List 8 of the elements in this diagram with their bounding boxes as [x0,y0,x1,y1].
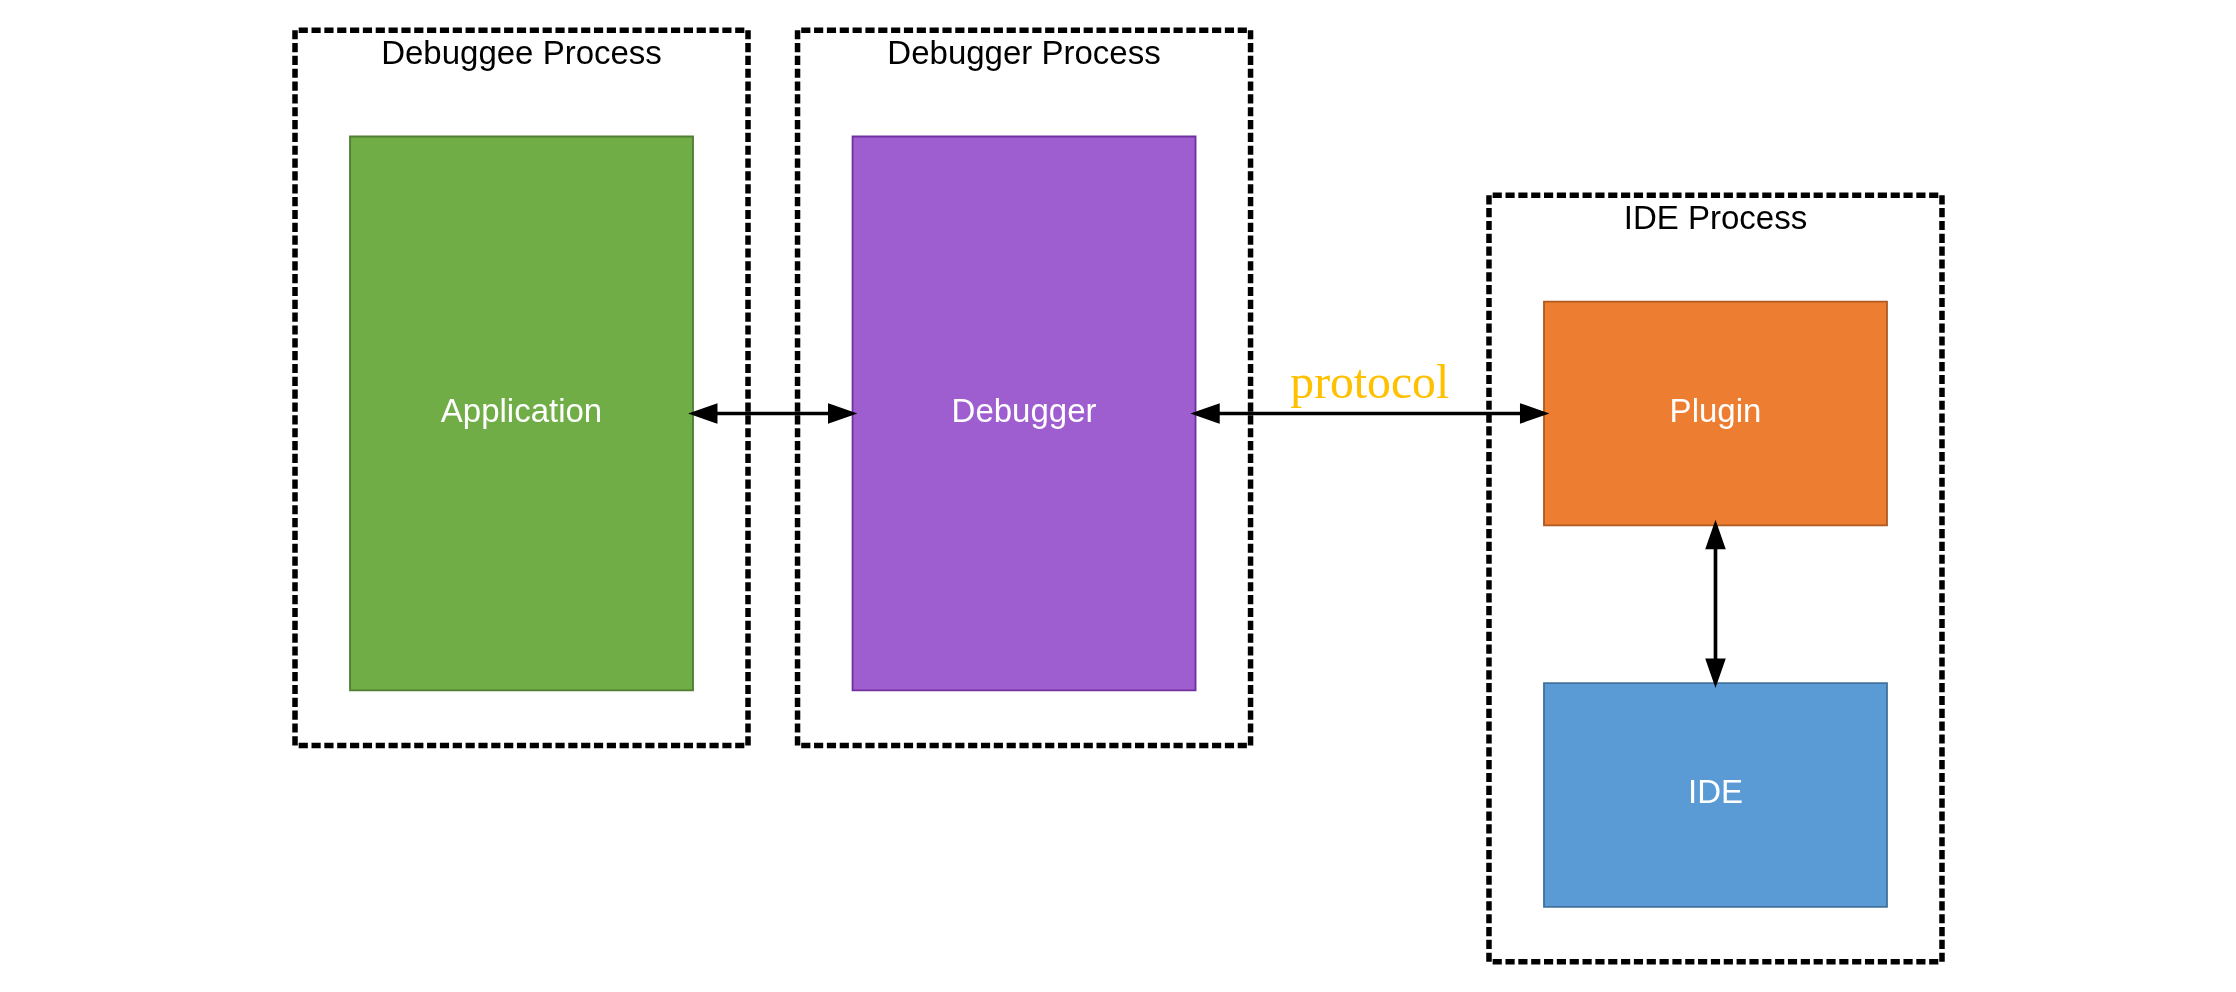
arrow [1704,519,1726,688]
node-box: IDE [1542,682,1888,908]
node-box: Application [348,135,694,692]
edge-label: protocol [1289,356,1449,409]
node-box: Plugin [1542,300,1888,527]
node-box: Debugger [851,135,1196,692]
arrow [1189,403,1549,424]
arrow [687,403,857,424]
